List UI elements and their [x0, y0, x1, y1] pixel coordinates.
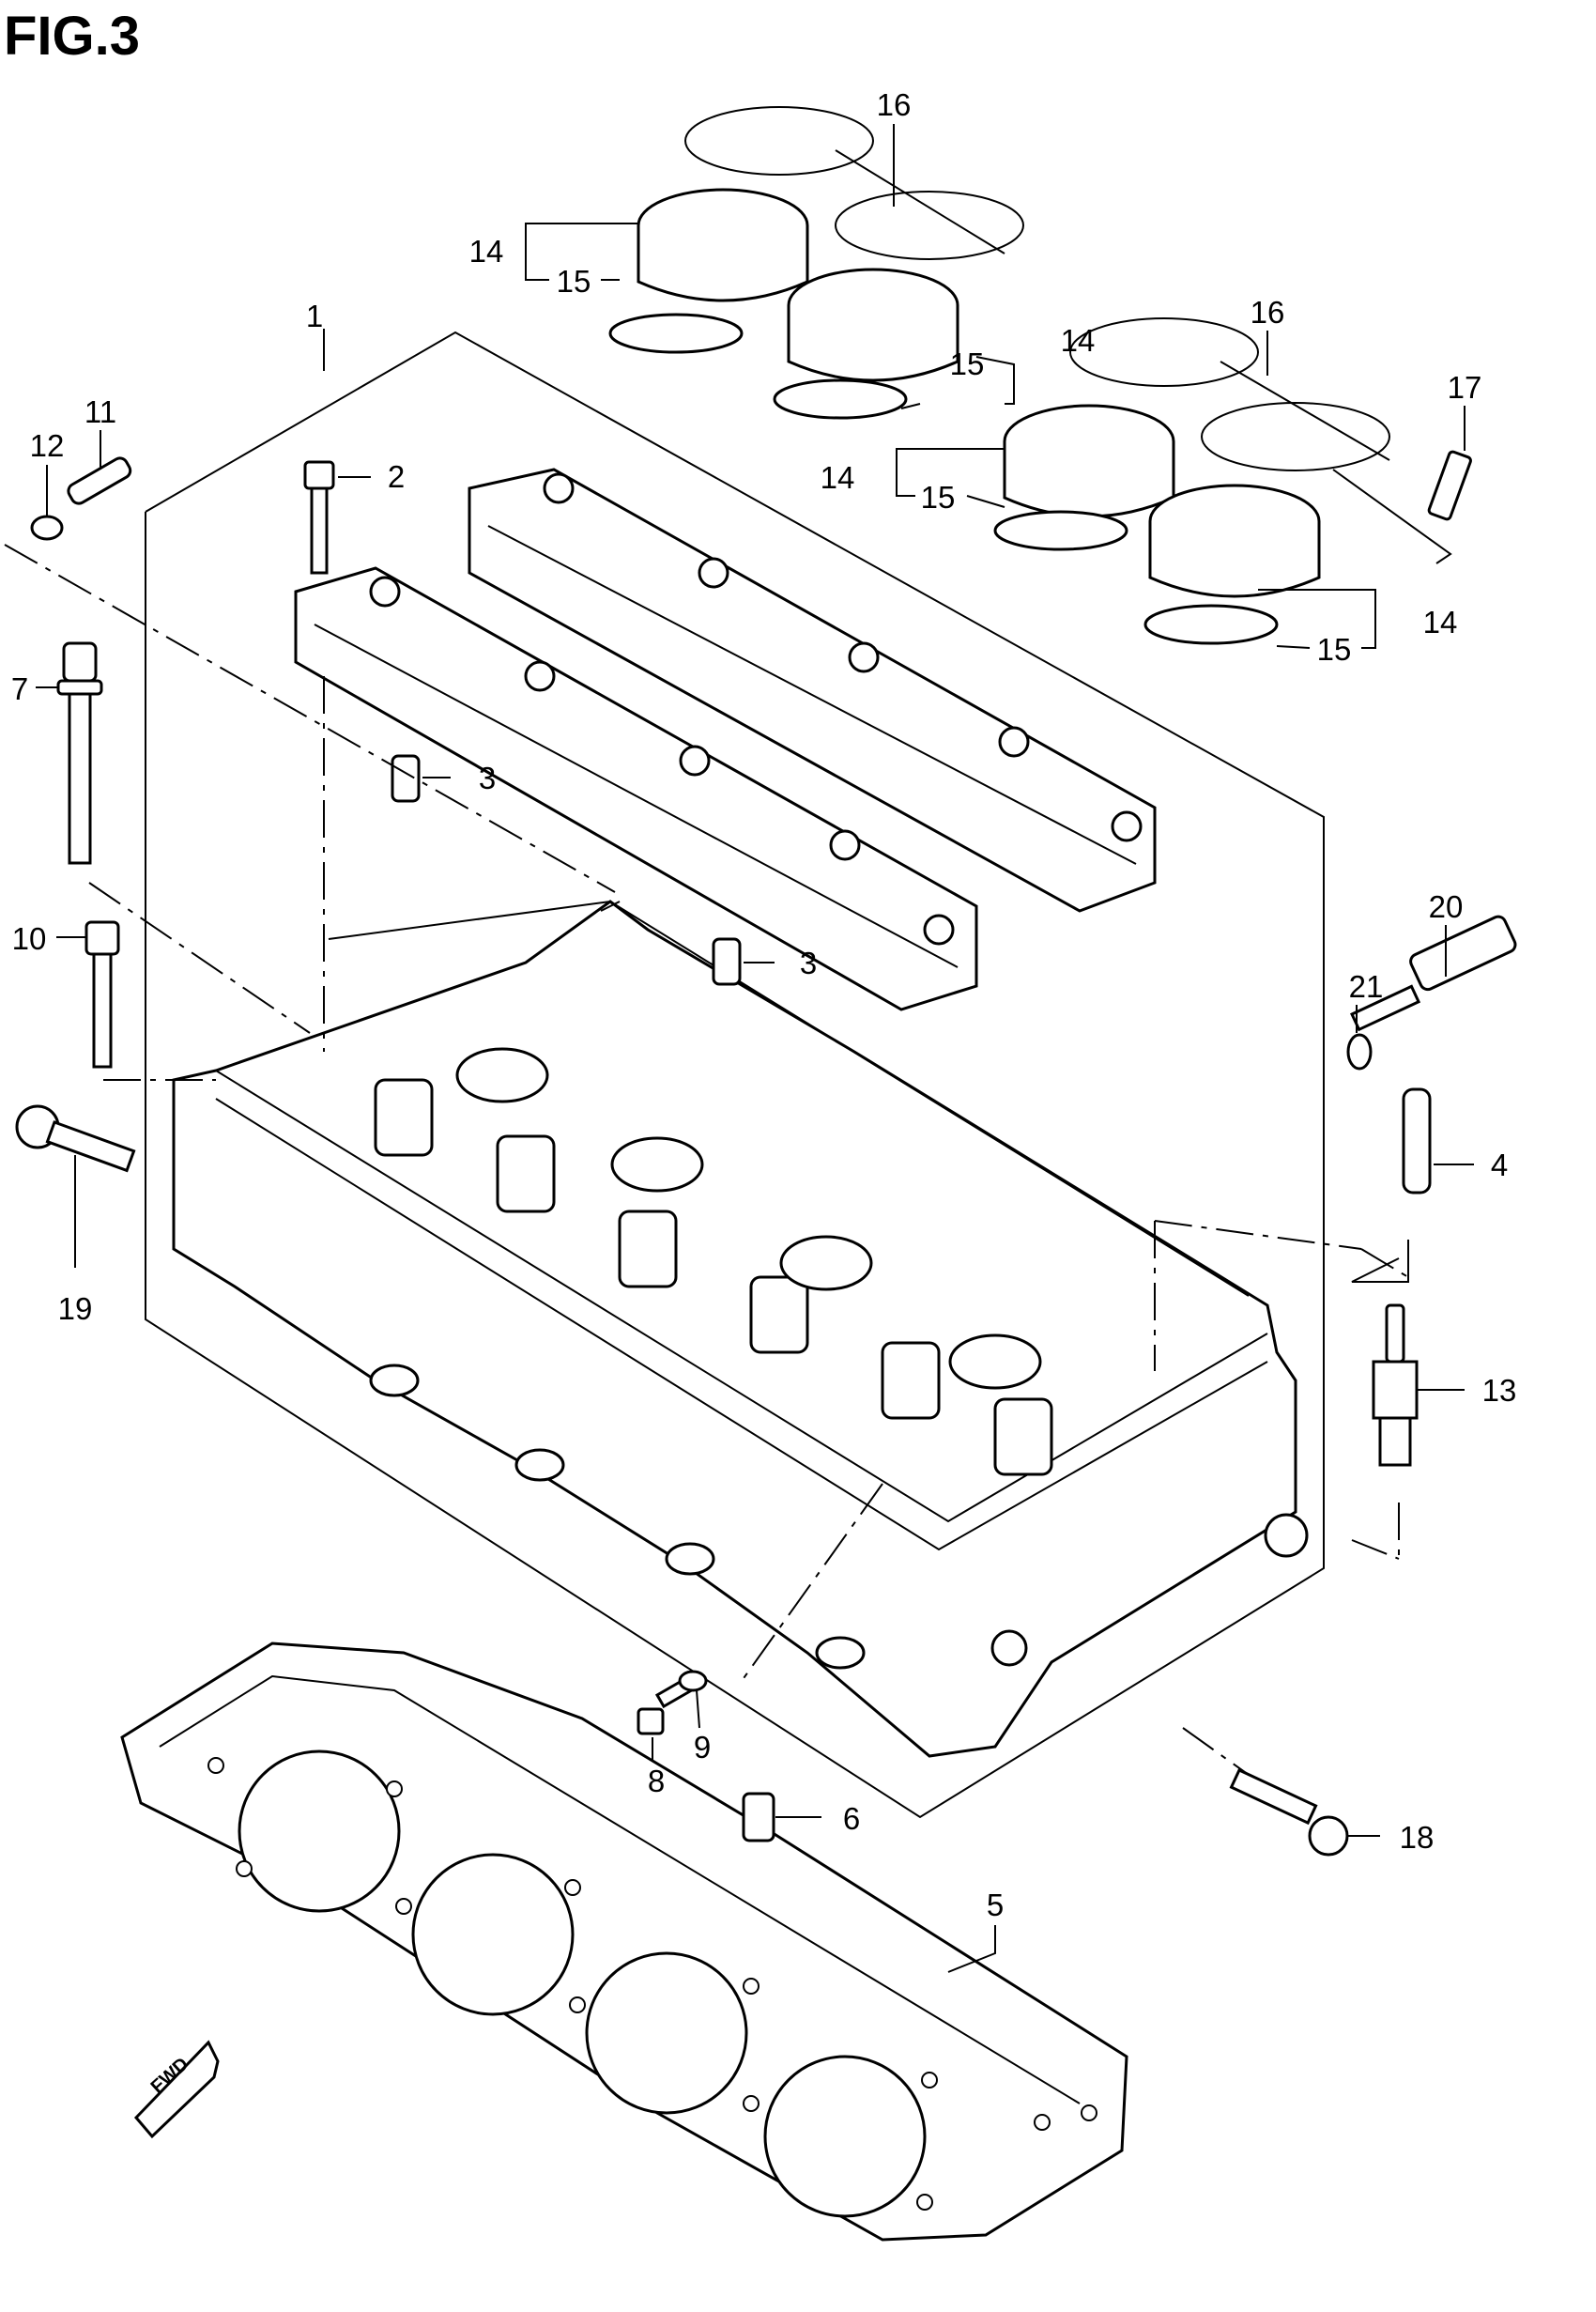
callout-14a: 14	[469, 234, 504, 269]
callout-15a: 15	[557, 264, 591, 299]
callout-labels: 1 2 3 3 4 5 6 7 8 9 10 11 12 13 14 14 14…	[11, 87, 1517, 1922]
callout-5: 5	[987, 1888, 1004, 1922]
callout-15c: 15	[921, 480, 956, 515]
cylinder-head-body	[172, 900, 1309, 1758]
callout-17: 17	[1448, 370, 1482, 405]
callout-10: 10	[12, 921, 47, 956]
bolt-19	[15, 1104, 136, 1173]
washer-9	[678, 1670, 708, 1692]
gasket-21	[1346, 1033, 1373, 1071]
callout-7: 7	[11, 671, 28, 706]
bolt-18	[1229, 1768, 1349, 1857]
callout-14b: 14	[1061, 323, 1096, 358]
callout-14d: 14	[1423, 605, 1458, 640]
leader-lines	[36, 124, 1474, 1973]
callout-14c: 14	[821, 460, 855, 495]
camshaft-holder-upper	[468, 468, 1157, 913]
intake-pipe-1	[608, 188, 809, 354]
dowel-pin-3b	[712, 937, 742, 986]
intake-pipe-2	[773, 268, 959, 420]
screw-17	[1427, 450, 1472, 521]
intake-clamps	[684, 106, 1390, 471]
callout-15d: 15	[1317, 632, 1352, 667]
part-1-frame	[145, 329, 1325, 1819]
callout-3b: 3	[800, 946, 817, 980]
callout-19: 19	[58, 1291, 93, 1326]
sensor-20	[1350, 915, 1517, 1032]
callout-1: 1	[306, 299, 323, 333]
intake-pipes	[608, 188, 1321, 645]
bolt-2	[303, 460, 335, 575]
intake-ports	[369, 1364, 866, 1670]
figure-title: FIG.3	[4, 6, 140, 67]
callout-16a: 16	[877, 87, 912, 122]
callout-13: 13	[1482, 1373, 1517, 1408]
camshaft-holder-lower	[294, 566, 978, 1011]
cam-towers	[374, 1078, 1053, 1476]
callout-2: 2	[388, 459, 405, 494]
callout-21: 21	[1349, 969, 1384, 1004]
intake-pipe-4	[1143, 484, 1321, 645]
callout-20: 20	[1429, 889, 1464, 924]
callout-6: 6	[843, 1801, 860, 1836]
bolt-10	[84, 920, 120, 1069]
callout-15b: 15	[950, 347, 985, 381]
callout-8: 8	[648, 1764, 665, 1798]
callout-12: 12	[30, 428, 65, 463]
bolt-7	[56, 641, 103, 865]
guide-4	[1402, 1087, 1432, 1195]
fwd-direction-arrow: FWD	[133, 2040, 220, 2139]
dowel-pin-6	[742, 1792, 775, 1842]
callout-3a: 3	[479, 761, 496, 795]
head-gasket	[120, 1642, 1128, 2242]
callout-11: 11	[84, 394, 116, 429]
alignment-lines	[4, 544, 1409, 1776]
small-parts	[15, 450, 1517, 1857]
callout-9: 9	[694, 1730, 711, 1765]
callout-16b: 16	[1251, 295, 1285, 330]
callout-18: 18	[1400, 1820, 1435, 1855]
fitting-11	[67, 456, 132, 505]
spark-plug-13	[1372, 1303, 1419, 1467]
gasket-12	[30, 515, 64, 541]
callout-4: 4	[1491, 1148, 1508, 1182]
intake-pipe-3	[993, 404, 1175, 551]
spark-plug-bores	[455, 1047, 1042, 1390]
dowel-pin-3a	[391, 754, 421, 803]
